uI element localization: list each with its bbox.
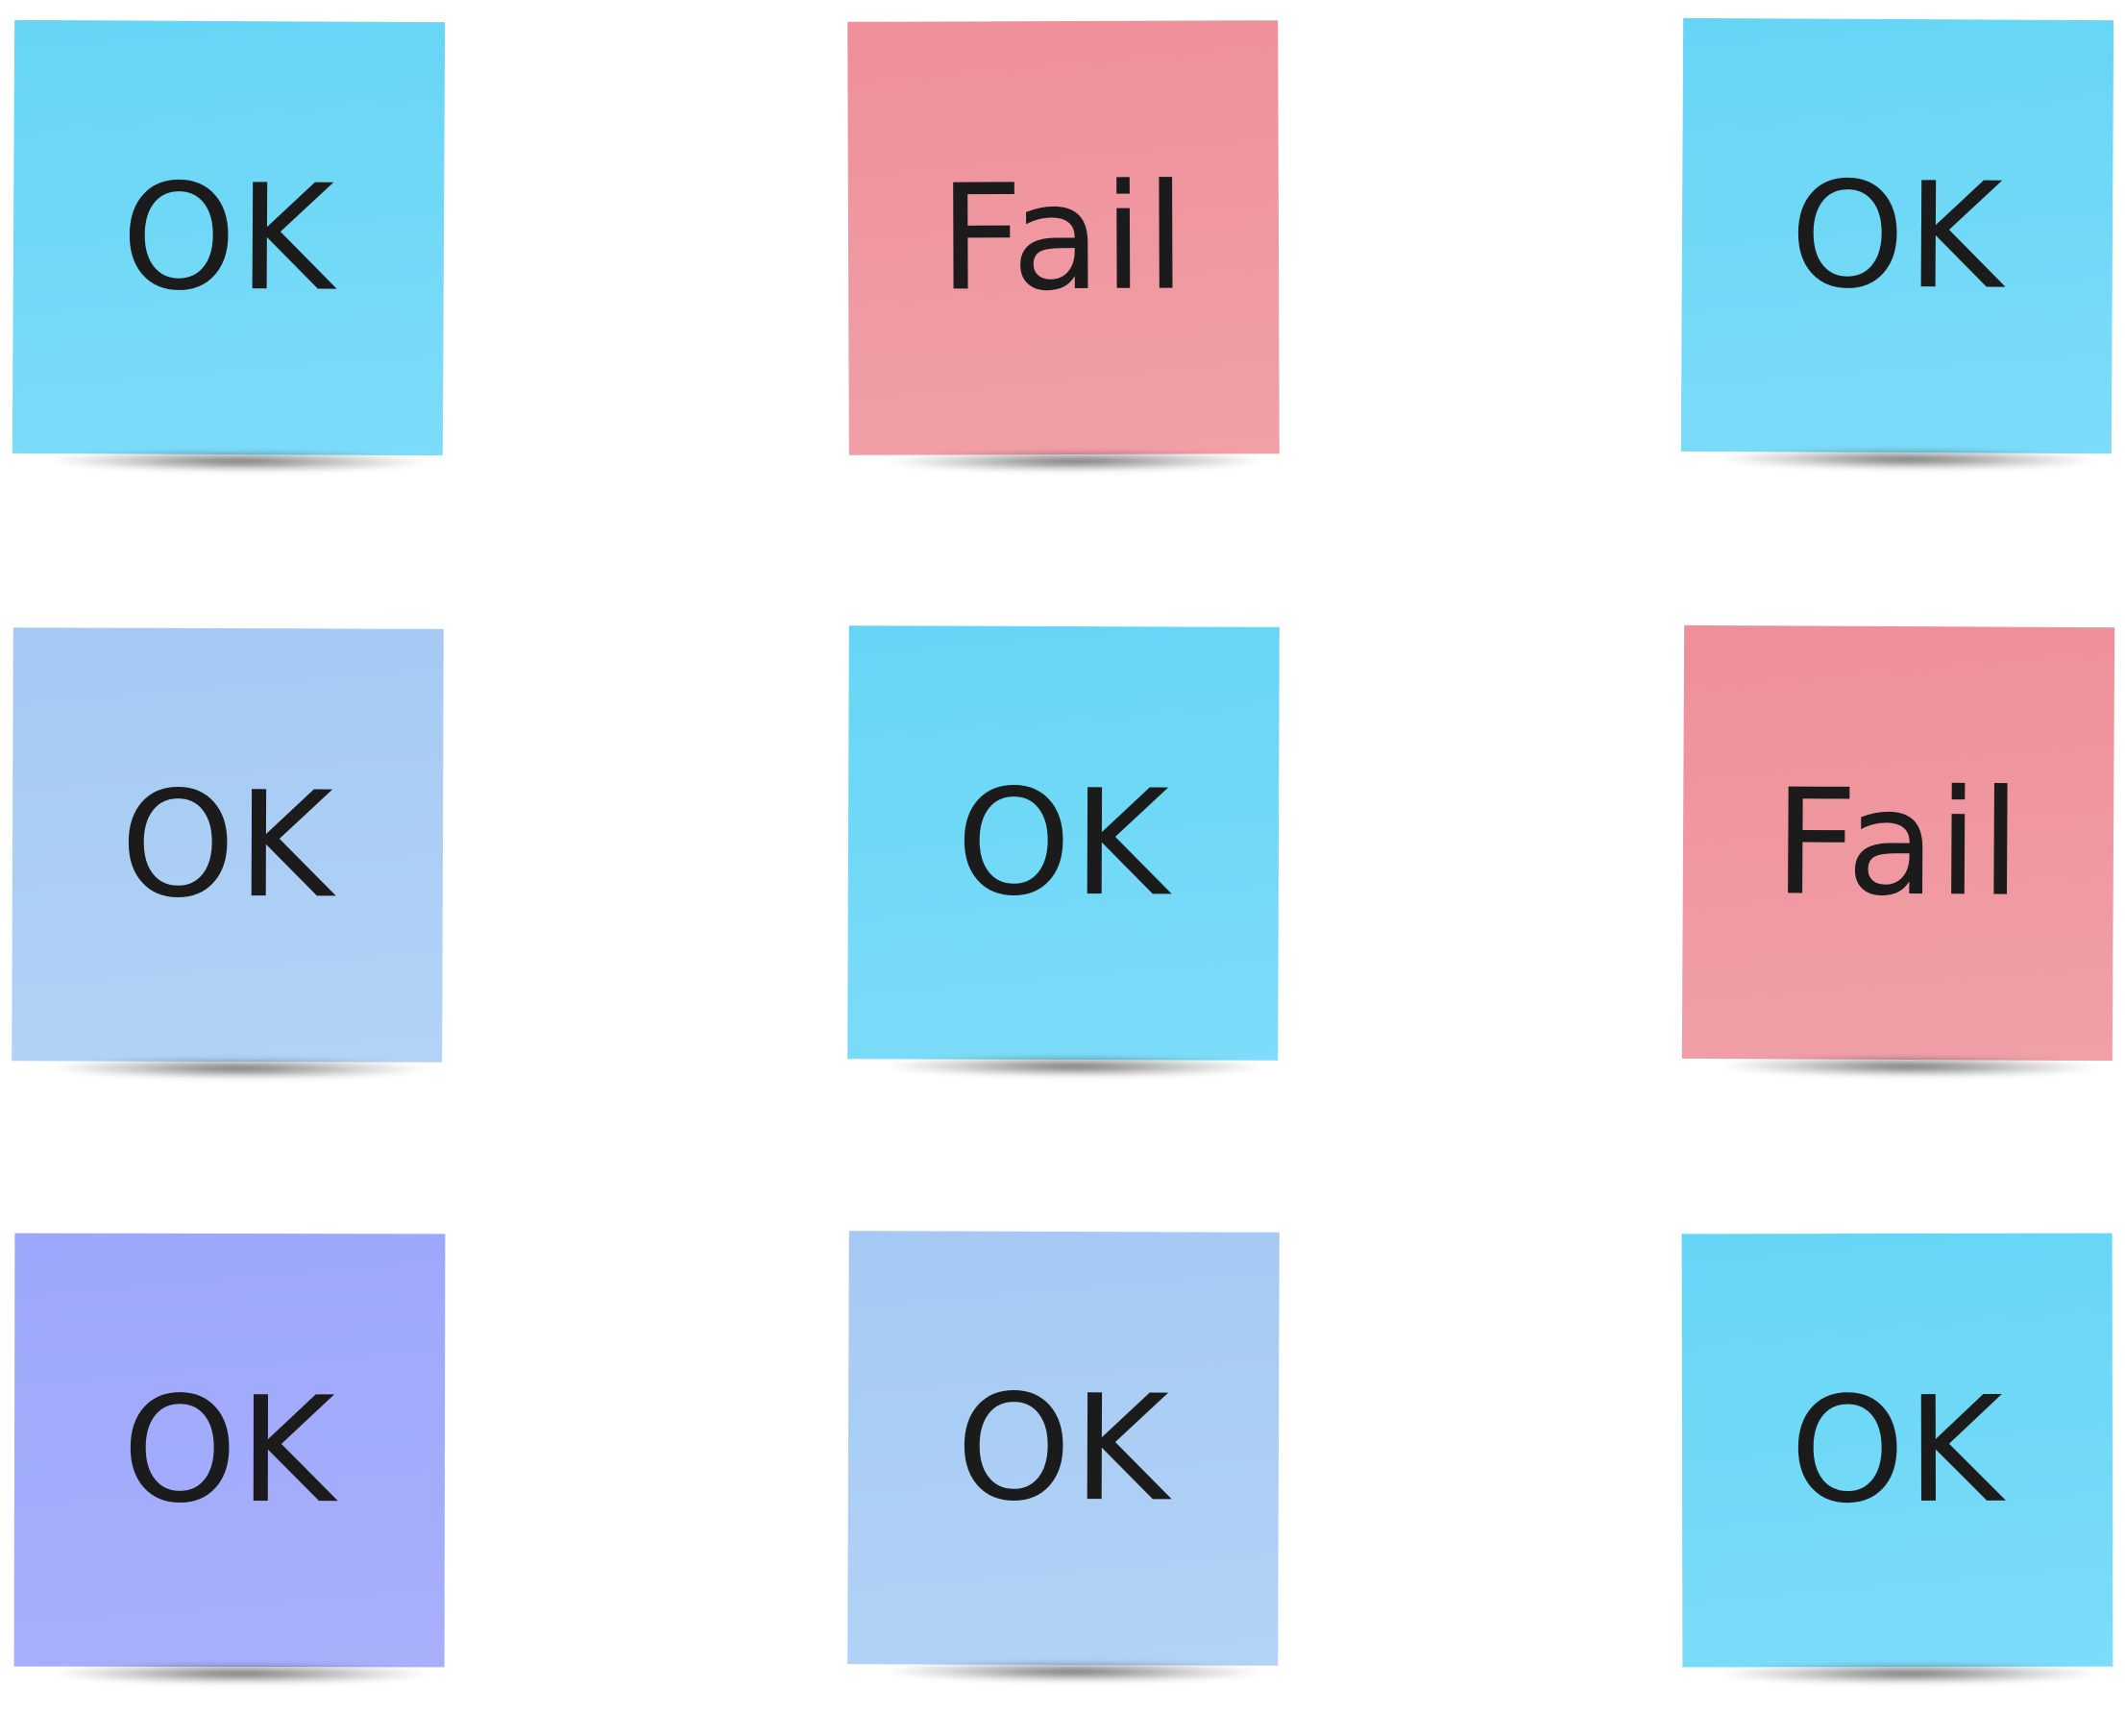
sticky-note-ok[interactable]: OK	[13, 1233, 446, 1668]
sticky-note-ok[interactable]: OK	[847, 625, 1280, 1061]
sticky-note-ok[interactable]: OK	[12, 19, 446, 456]
sticky-note-label: OK	[122, 1364, 337, 1535]
sticky-note-label: OK	[1789, 149, 2006, 322]
sticky-note-label: Fail	[939, 152, 1188, 323]
sticky-note-ok[interactable]: OK	[1681, 1233, 2113, 1668]
sticky-note-ok[interactable]: OK	[847, 1231, 1280, 1666]
sticky-note-label: Fail	[1772, 756, 2024, 929]
sticky-note-label: OK	[956, 1362, 1171, 1533]
sticky-note-label: OK	[120, 759, 335, 930]
sticky-note-ok[interactable]: OK	[12, 627, 444, 1063]
sticky-note-label: OK	[956, 757, 1171, 928]
sticky-note-label: OK	[120, 151, 337, 324]
sticky-note-ok[interactable]: OK	[1680, 17, 2114, 454]
sticky-note-fail[interactable]: Fail	[1681, 624, 2115, 1062]
sticky-note-label: OK	[1790, 1364, 2005, 1535]
sticky-note-fail[interactable]: Fail	[847, 20, 1280, 455]
